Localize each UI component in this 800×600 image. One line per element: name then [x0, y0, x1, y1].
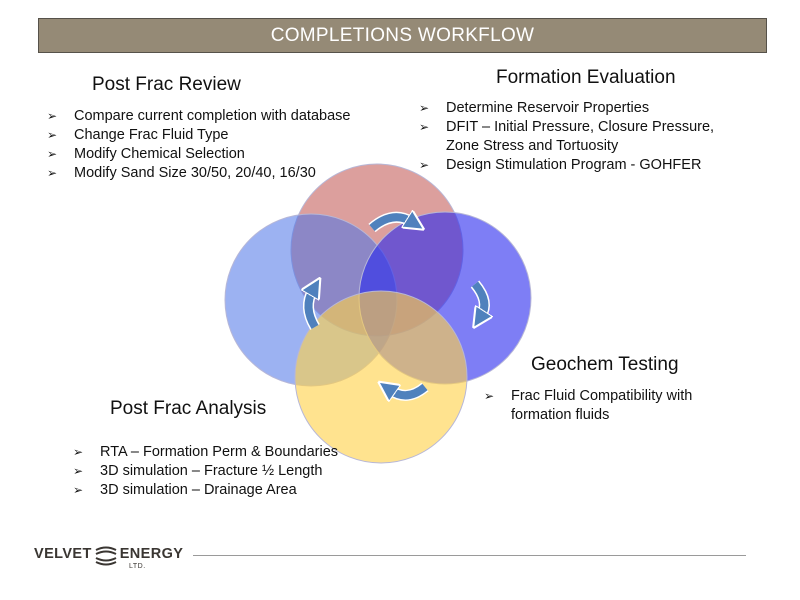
page-title: COMPLETIONS WORKFLOW: [270, 24, 535, 46]
list-item: ➢Change Frac Fluid Type: [47, 127, 229, 143]
cycle-arrow-right-inner: [471, 281, 484, 316]
list-item: ➢Compare current completion with databas…: [47, 108, 351, 124]
bullet-arrow-icon: ➢: [419, 158, 430, 172]
bullet-arrow-icon: ➢: [47, 147, 58, 161]
cycle-arrow-left-inner: [308, 290, 315, 330]
title-bar: COMPLETIONS WORKFLOW: [38, 18, 767, 53]
bullet-arrow-icon: ➢: [47, 128, 58, 142]
logo-mark-icon: [95, 546, 117, 566]
bullet-arrow-icon: ➢: [47, 166, 58, 180]
company-logo: VELVET ENERGY LTD.: [34, 546, 183, 572]
list-item: ➢Determine Reservoir Properties: [419, 100, 650, 116]
bullet-arrow-icon: ➢: [73, 445, 84, 459]
bullet-arrow-icon: ➢: [419, 101, 430, 115]
bullet-arrow-icon: ➢: [47, 109, 58, 123]
list-item: ➢RTA – Formation Perm & Boundaries: [73, 444, 339, 460]
list-item: ➢Modify Chemical Selection: [47, 146, 245, 162]
formation-evaluation-list: ➢Determine Reservoir Properties ➢DFIT – …: [419, 99, 714, 175]
formation-evaluation-heading: Formation Evaluation: [496, 67, 676, 88]
bullet-arrow-icon: ➢: [484, 389, 495, 403]
logo-subtext: LTD.: [129, 563, 146, 570]
bullet-arrow-icon: ➢: [73, 483, 84, 497]
cycle-arrow-top-inner: [369, 217, 412, 232]
geochem-testing-heading: Geochem Testing: [531, 354, 679, 375]
footer-divider: [193, 555, 746, 556]
list-item: ➢3D simulation – Drainage Area: [73, 482, 297, 498]
list-item: ➢3D simulation – Fracture ½ Length: [73, 463, 323, 479]
logo-text-right: ENERGY: [119, 546, 184, 562]
post-frac-analysis-heading: Post Frac Analysis: [110, 398, 267, 419]
circle-post-frac-review: [294, 290, 468, 464]
logo-text-left: VELVET: [34, 546, 92, 562]
bullet-arrow-icon: ➢: [419, 120, 430, 134]
cycle-arrow-bottom-inner: [390, 387, 428, 395]
post-frac-analysis-list: ➢RTA – Formation Perm & Boundaries ➢3D s…: [73, 443, 338, 500]
post-frac-review-list: ➢Compare current completion with databas…: [47, 107, 350, 183]
list-item: ➢Design Stimulation Program - GOHFER: [419, 157, 702, 173]
bullet-arrow-icon: ➢: [73, 464, 84, 478]
list-item: ➢DFIT – Initial Pressure, Closure Pressu…: [419, 119, 715, 154]
post-frac-review-heading: Post Frac Review: [92, 74, 241, 95]
list-item: ➢Modify Sand Size 30/50, 20/40, 16/30: [47, 165, 316, 181]
